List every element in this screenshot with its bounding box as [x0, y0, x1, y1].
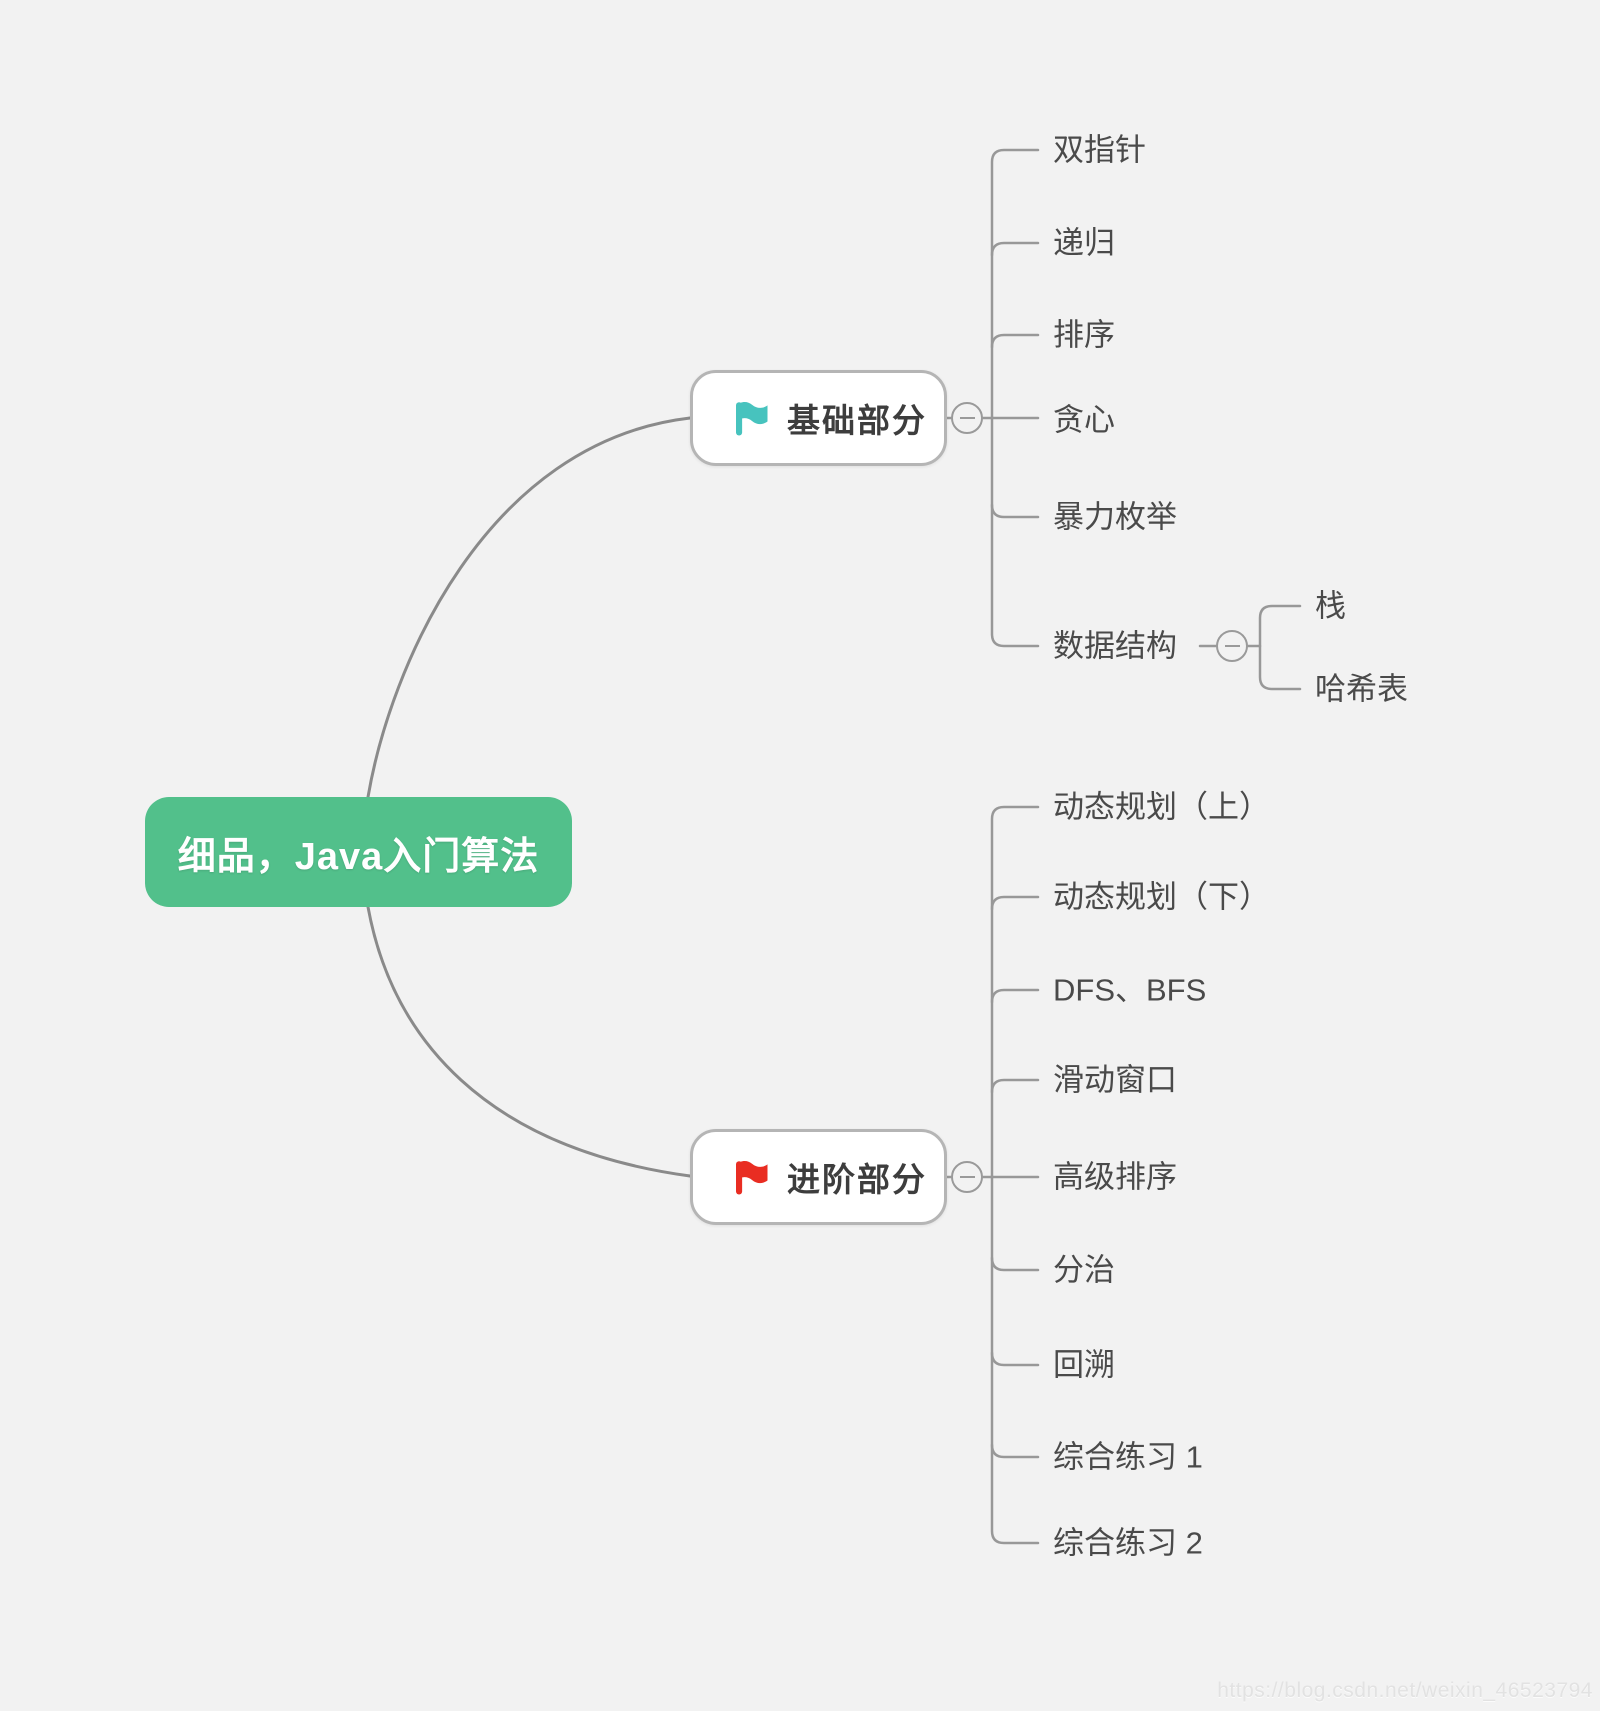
curve-root-to-advanced	[366, 905, 692, 1178]
topic-gaojipaixu[interactable]: 高级排序	[1053, 1159, 1177, 1195]
collapse-button-datastructure[interactable]	[1216, 630, 1248, 662]
topic-zonghelianxi-1[interactable]: 综合练习 1	[1053, 1439, 1203, 1475]
stub-huisu	[990, 1351, 1040, 1367]
trunk-basic	[990, 148, 1040, 648]
topic-zonghelianxi-2[interactable]: 综合练习 2	[1053, 1525, 1203, 1561]
stub-huadong	[990, 1078, 1040, 1094]
stub-digui	[990, 241, 1040, 257]
flag-icon	[736, 1161, 768, 1195]
topic-paixu[interactable]: 排序	[1053, 317, 1115, 353]
bracket-datastructure	[1258, 604, 1302, 691]
stub-dp2	[990, 895, 1040, 911]
branch-topic-basic[interactable]: 基础部分	[690, 370, 947, 466]
topic-digui[interactable]: 递归	[1053, 225, 1115, 261]
topic-shuangzhizhen[interactable]: 双指针	[1053, 132, 1146, 168]
stub-zonghe1	[990, 1443, 1040, 1459]
branch-topic-basic-label: 基础部分	[787, 402, 927, 439]
stub-baoli	[990, 503, 1040, 519]
topic-shujujiegou[interactable]: 数据结构	[1053, 628, 1177, 664]
flag-icon	[736, 402, 768, 436]
topic-zhan[interactable]: 栈	[1315, 588, 1346, 624]
topic-dfs-bfs[interactable]: DFS、BFS	[1053, 972, 1207, 1008]
topic-tanxin[interactable]: 贪心	[1053, 402, 1115, 438]
branch-topic-advanced-label: 进阶部分	[787, 1161, 927, 1198]
stub-fenzhi	[990, 1256, 1040, 1272]
trunk-advanced	[990, 805, 1040, 1545]
root-topic[interactable]: 细品，Java入门算法	[145, 797, 572, 907]
stub-dfsbfs	[990, 988, 1040, 1004]
topic-huisu[interactable]: 回溯	[1053, 1347, 1115, 1383]
collapse-button-advanced[interactable]	[951, 1161, 983, 1193]
topic-huadongchuangkou[interactable]: 滑动窗口	[1053, 1062, 1177, 1098]
collapse-minus-icon	[959, 417, 975, 419]
stub-paixu	[990, 333, 1040, 349]
topic-dp-shang[interactable]: 动态规划（上）	[1053, 789, 1270, 825]
root-topic-label: 细品，Java入门算法	[177, 835, 540, 878]
topic-baolimeiju[interactable]: 暴力枚举	[1053, 499, 1177, 535]
collapse-minus-icon	[1224, 645, 1240, 647]
watermark-url: https://blog.csdn.net/weixin_46523794	[1217, 1679, 1593, 1702]
curve-root-to-basic	[366, 416, 692, 799]
topic-dp-xia[interactable]: 动态规划（下）	[1053, 879, 1270, 915]
topic-fenzhi[interactable]: 分治	[1053, 1252, 1115, 1288]
topic-haxibiao[interactable]: 哈希表	[1315, 671, 1408, 707]
collapse-minus-icon	[959, 1176, 975, 1178]
collapse-button-basic[interactable]	[951, 402, 983, 434]
branch-topic-advanced[interactable]: 进阶部分	[690, 1129, 947, 1225]
